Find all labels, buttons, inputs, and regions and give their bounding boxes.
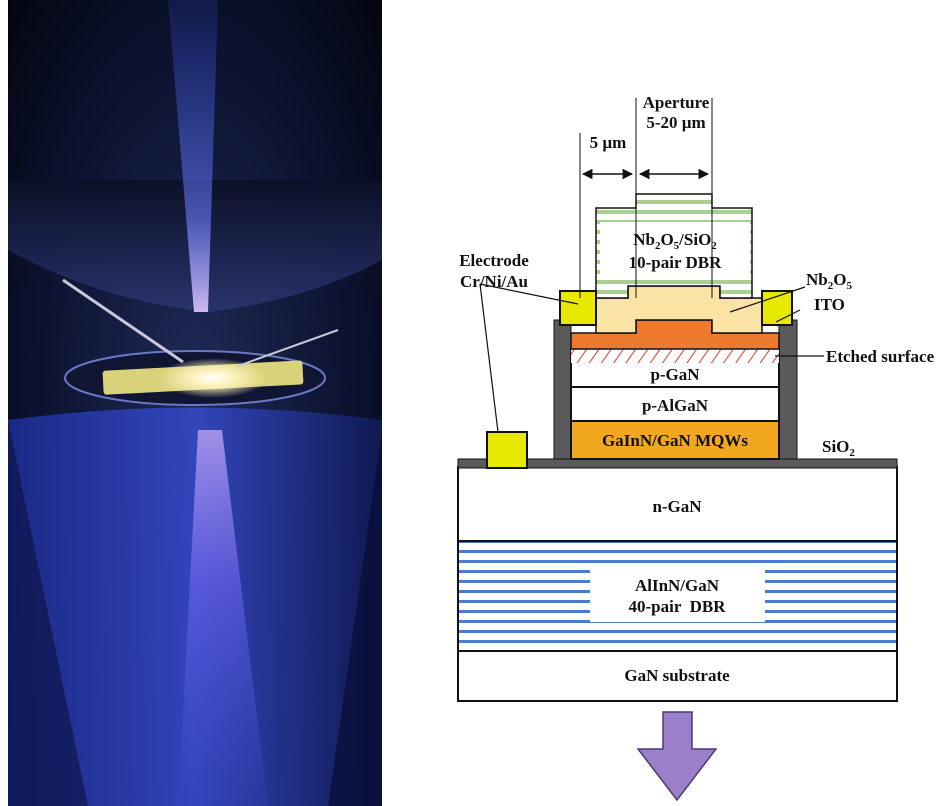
etched-surface-label: Etched surface <box>826 347 935 366</box>
p-algan-layer <box>570 386 780 422</box>
svg-text:Electrode: Electrode <box>459 251 529 270</box>
ito-label: ITO <box>814 295 845 314</box>
emission-arrow <box>636 711 718 802</box>
electrode-top-left <box>559 290 597 326</box>
svg-text:5 µm: 5 µm <box>590 133 627 152</box>
svg-text:p-GaN: p-GaN <box>650 365 700 384</box>
vcsel-cross-section-diagram: Aperture 5-20 µm 5 µm Nb2O5/SiO2 10-pair… <box>457 93 935 802</box>
top-dbr-label-line1: Nb2O5/SiO2 <box>633 230 717 252</box>
svg-text:ITO: ITO <box>814 295 845 314</box>
svg-text:Cr/Ni/Au: Cr/Ni/Au <box>460 272 528 291</box>
mqw-label: GaInN/GaN MQWs <box>602 431 748 450</box>
electrode-label-line1: Electrode <box>459 251 529 270</box>
electrode-label-line2: Cr/Ni/Au <box>460 272 528 291</box>
svg-text:10-pair DBR: 10-pair DBR <box>629 253 722 272</box>
svg-text:GaInN/GaN MQWs: GaInN/GaN MQWs <box>602 431 748 450</box>
svg-text:AlInN/GaN: AlInN/GaN <box>635 576 720 595</box>
svg-text:40-pair DBR: 40-pair DBR <box>629 597 727 616</box>
aperture-title: Aperture <box>643 93 710 112</box>
bottom-dbr-label-line2: 40-pair DBR <box>629 597 727 616</box>
device-photo <box>8 0 382 806</box>
gan-substrate-label: GaN substrate <box>624 666 730 685</box>
p-gan-label: p-GaN <box>650 365 700 384</box>
svg-text:p-AlGaN: p-AlGaN <box>642 396 709 415</box>
svg-text:Etched surface: Etched surface <box>826 347 935 366</box>
nb2o5-label: Nb2O5 <box>806 270 852 292</box>
svg-text:5-20 µm: 5-20 µm <box>646 113 705 132</box>
offset-label: 5 µm <box>590 133 627 152</box>
n-gan-label: n-GaN <box>652 497 702 516</box>
electrode-n-contact <box>486 431 528 469</box>
svg-text:Aperture: Aperture <box>643 93 710 112</box>
mqw-layer <box>570 420 780 460</box>
p-algan-label: p-AlGaN <box>642 396 709 415</box>
sio2-label: SiO2 <box>822 437 855 459</box>
etched-surface <box>571 349 779 363</box>
svg-text:GaN substrate: GaN substrate <box>624 666 730 685</box>
top-dbr-label-line2: 10-pair DBR <box>629 253 722 272</box>
bottom-dbr-label-line1: AlInN/GaN <box>635 576 720 595</box>
svg-text:n-GaN: n-GaN <box>652 497 702 516</box>
aperture-range: 5-20 µm <box>646 113 705 132</box>
n-gan-layer <box>457 466 898 542</box>
